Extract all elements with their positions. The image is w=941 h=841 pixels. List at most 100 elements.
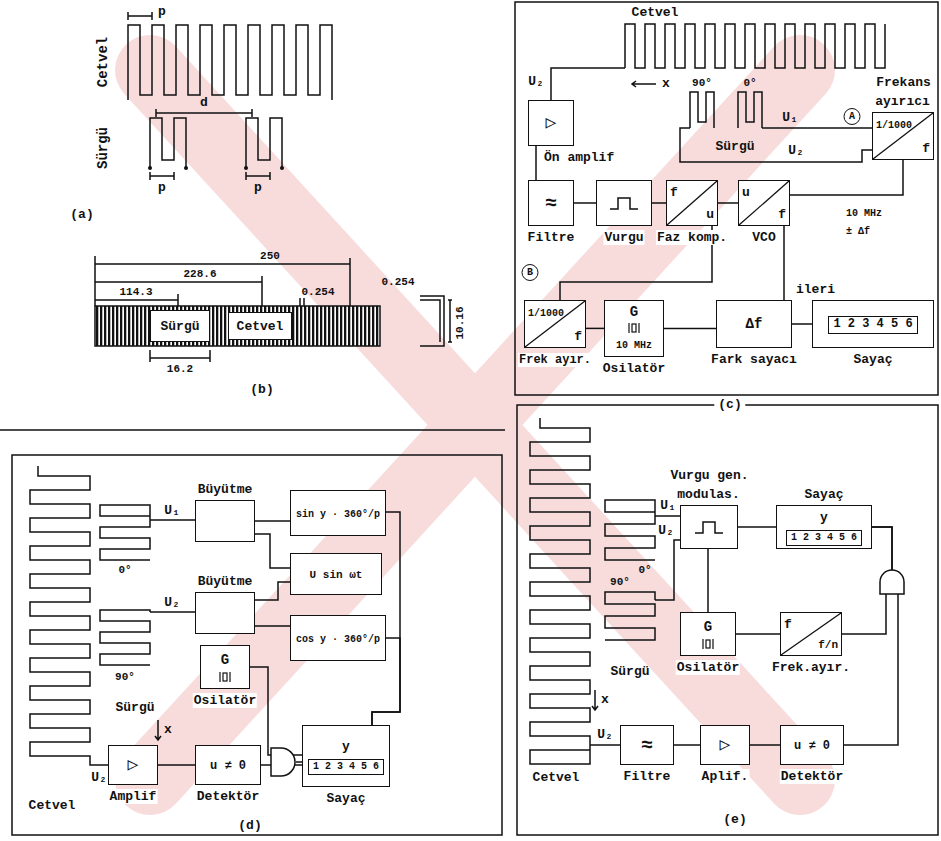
box-text: 1 2 3 4 5 6 <box>308 759 384 775</box>
box-text: y <box>342 739 350 754</box>
box-heading: Osilatör <box>676 660 740 675</box>
label-holder: (d) <box>238 817 261 835</box>
signal-line <box>574 202 596 204</box>
box-text: ▷ <box>546 113 557 133</box>
signal-line <box>707 549 709 612</box>
box-text: 1 2 3 4 5 6 <box>828 316 917 334</box>
part-name: Sürgü <box>115 700 154 715</box>
panel-frame <box>515 2 938 395</box>
signal-name: U₁ <box>660 498 676 513</box>
text-holder: Büyütme <box>197 480 254 498</box>
box-text: ≈ <box>641 734 653 757</box>
terminal-dot <box>280 166 284 170</box>
box-text: u ≠ 0 <box>210 759 246 773</box>
box-heading: Filtre <box>527 230 576 245</box>
box-text: Cetvel <box>237 319 284 334</box>
box-heading: Frek ayır. <box>518 353 592 367</box>
label-holder: U₁ <box>782 109 798 127</box>
scale-comb <box>128 25 332 100</box>
phase-comparator-box: fuFaz komp. <box>666 180 718 226</box>
part-name: Sürgü <box>95 127 111 169</box>
detector-box: u ≠ 0Detektör <box>780 725 844 765</box>
text-holder: f <box>784 615 792 633</box>
box-text: 10 MHz <box>616 340 652 351</box>
box-text: 1 2 3 4 5 6 <box>786 530 862 546</box>
dimension-line <box>128 12 152 20</box>
signal-wire <box>680 128 872 162</box>
vco-box: ufVCO <box>738 180 790 226</box>
scale-comb <box>530 418 620 764</box>
signal-line <box>158 764 195 766</box>
text-holder: ≈ <box>545 192 557 215</box>
signal-name: U₂ <box>91 770 107 785</box>
dimension: d <box>200 95 208 110</box>
text-holder: Vurgu gen. modulas. <box>667 466 751 503</box>
label-holder: (e) <box>723 811 746 829</box>
text-holder: ▷ <box>128 755 139 776</box>
label-holder: x <box>601 691 609 709</box>
text-holder: Sürgü <box>160 317 199 335</box>
text-holder: Filtre <box>527 228 576 246</box>
dimension: 114.3 <box>119 286 152 298</box>
text-holder: 1/1000 <box>876 115 912 133</box>
part-name: Sürgü <box>610 664 649 679</box>
text-holder: Δf <box>746 315 763 333</box>
text-holder: Detektör <box>780 767 844 785</box>
label-holder: Sürgü <box>610 663 649 681</box>
text-holder: Frekans ayırıcı <box>875 73 931 110</box>
slider-comb <box>738 92 762 128</box>
label-holder: 114.3 <box>119 283 152 301</box>
signal-line <box>790 160 903 195</box>
text-holder: 10 MHz <box>616 335 652 353</box>
box-heading: Osilatör <box>193 693 257 708</box>
box-text: f/n <box>818 639 838 651</box>
signal-line <box>255 625 290 627</box>
signal-line <box>736 633 780 635</box>
label-holder: 10 MHz ± Δf <box>846 203 890 240</box>
and-gate-symbol <box>271 748 295 776</box>
label-holder: 90° <box>115 668 135 686</box>
label-holder: U₂ <box>164 594 180 612</box>
box-heading: Amplif <box>109 789 158 804</box>
signal-line <box>783 226 785 300</box>
terminal-dot <box>148 166 152 170</box>
text-holder: f <box>922 139 930 157</box>
pulse-symbol <box>609 195 639 211</box>
excitation-box: U sin ωt <box>290 553 382 595</box>
box-heading: Büyütme <box>197 574 254 589</box>
text-holder: f/n <box>818 635 838 653</box>
separator-line <box>0 429 505 431</box>
text-holder: ▷ <box>546 113 557 134</box>
label-holder: U₁ <box>660 497 676 515</box>
text-holder: 1 2 3 4 5 6 <box>828 314 917 334</box>
signal-line <box>674 744 700 746</box>
slider-comb <box>246 118 282 168</box>
callout-letter: A <box>844 108 861 125</box>
box-text: U sin ωt <box>310 569 363 581</box>
slider-comb <box>605 500 655 560</box>
text-holder: y <box>342 737 350 755</box>
motion-arrow <box>155 720 161 740</box>
dimension: 250 <box>260 250 280 262</box>
signal-name: U₂ <box>788 143 804 158</box>
box-text: 1/1000 <box>876 120 912 131</box>
watermark <box>150 70 800 780</box>
motion-arrow <box>632 81 656 87</box>
phase-angle: 90° <box>692 77 712 89</box>
amplifier-box: ▷Amplif <box>108 745 158 785</box>
filter-box: ≈Filtre <box>528 180 574 226</box>
part-name: Cetvel <box>533 770 580 785</box>
box-text: Sürgü <box>160 319 199 334</box>
panel-frame <box>517 405 938 835</box>
box-heading: Osilatör <box>602 361 666 376</box>
box-heading: Sayaç <box>325 791 366 806</box>
pulse-symbol <box>694 519 724 535</box>
text-holder: sin y · 360°/p <box>296 504 380 522</box>
label-holder: 90° <box>692 74 712 92</box>
signal-line <box>255 534 290 568</box>
label-holder: (c) <box>714 396 745 414</box>
sine-function-box: sin y · 360°/p <box>290 490 386 536</box>
signal-name: U₂ <box>597 727 613 742</box>
dimension: 0.254 <box>381 276 414 288</box>
text-holder: u <box>742 183 750 201</box>
